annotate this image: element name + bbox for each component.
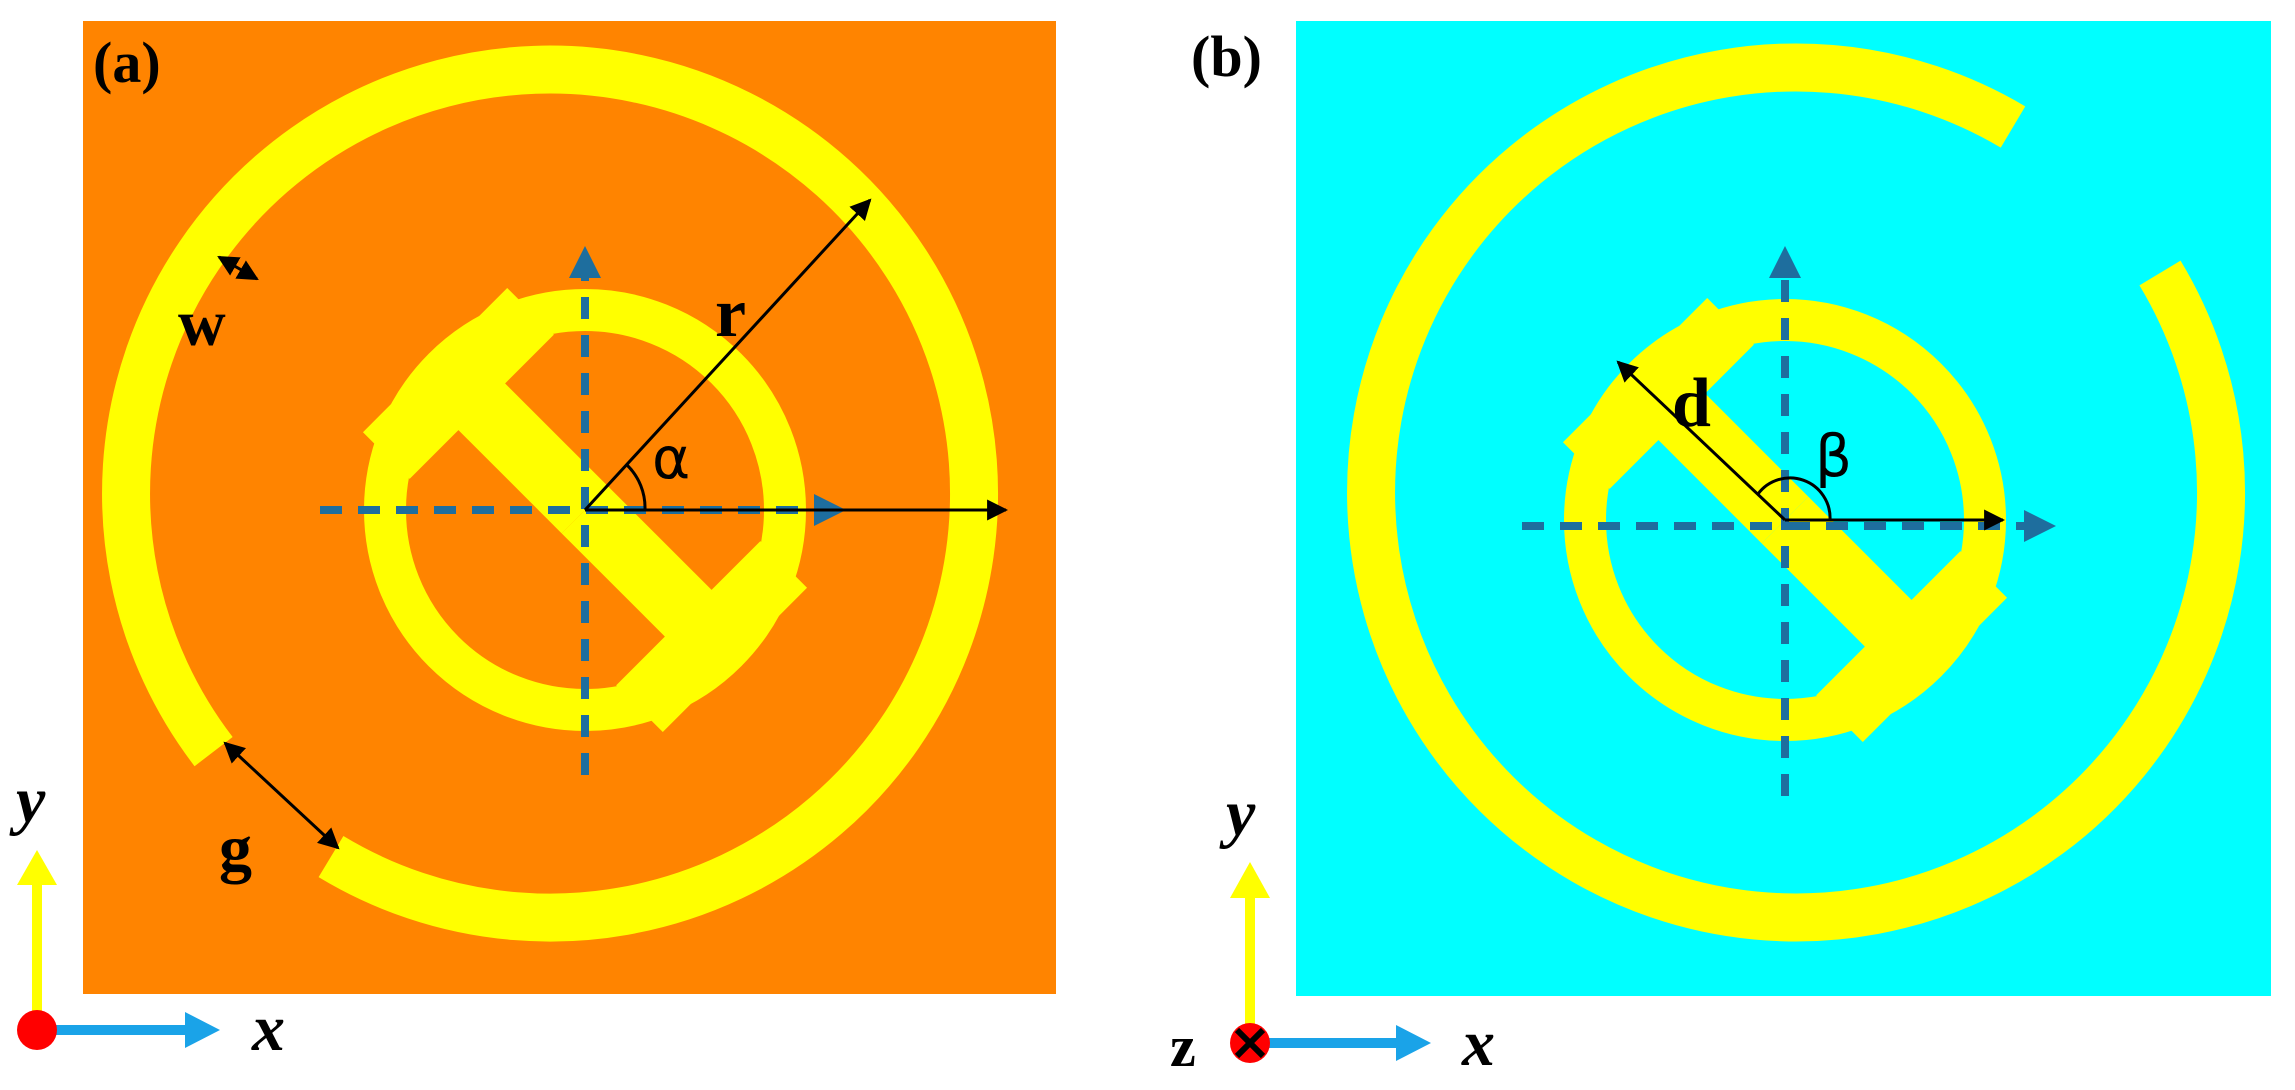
- outer-split-ring: [1347, 43, 2245, 942]
- coordinate-axes-a: y x: [9, 764, 285, 1065]
- panel-b: (b) d β: [1191, 21, 2271, 996]
- panel-a: (a) w r α g: [83, 21, 1056, 994]
- beta-arc: [1756, 476, 1832, 521]
- cross-resonator: [362, 287, 808, 733]
- outer-split-ring: [102, 45, 998, 942]
- radius-arrow: [583, 198, 872, 512]
- panel-a-label: (a): [93, 30, 161, 95]
- y-axis-label: y: [1219, 777, 1256, 850]
- width-label: w: [178, 287, 226, 360]
- alpha-arc: [625, 463, 647, 511]
- x-axis-label: x: [1461, 1007, 1495, 1080]
- d-arrow: [1616, 360, 1787, 522]
- width-arrow: [217, 255, 259, 281]
- coordinate-axes-b: y x z: [1170, 777, 1495, 1080]
- z-axis-label: z: [1170, 1014, 1196, 1079]
- y-axis-label: y: [9, 764, 46, 837]
- panel-b-label: (b): [1191, 24, 1262, 89]
- cross-resonator: [1562, 297, 2008, 743]
- gap-arrow: [223, 741, 340, 850]
- alpha-label: α: [652, 424, 690, 492]
- x-axis-label: x: [251, 992, 285, 1065]
- d-label: d: [1672, 365, 1711, 442]
- beta-label: β: [1815, 422, 1852, 490]
- gap-label: g: [219, 812, 252, 885]
- origin-dot: [17, 1010, 57, 1050]
- radius-label: r: [715, 275, 746, 352]
